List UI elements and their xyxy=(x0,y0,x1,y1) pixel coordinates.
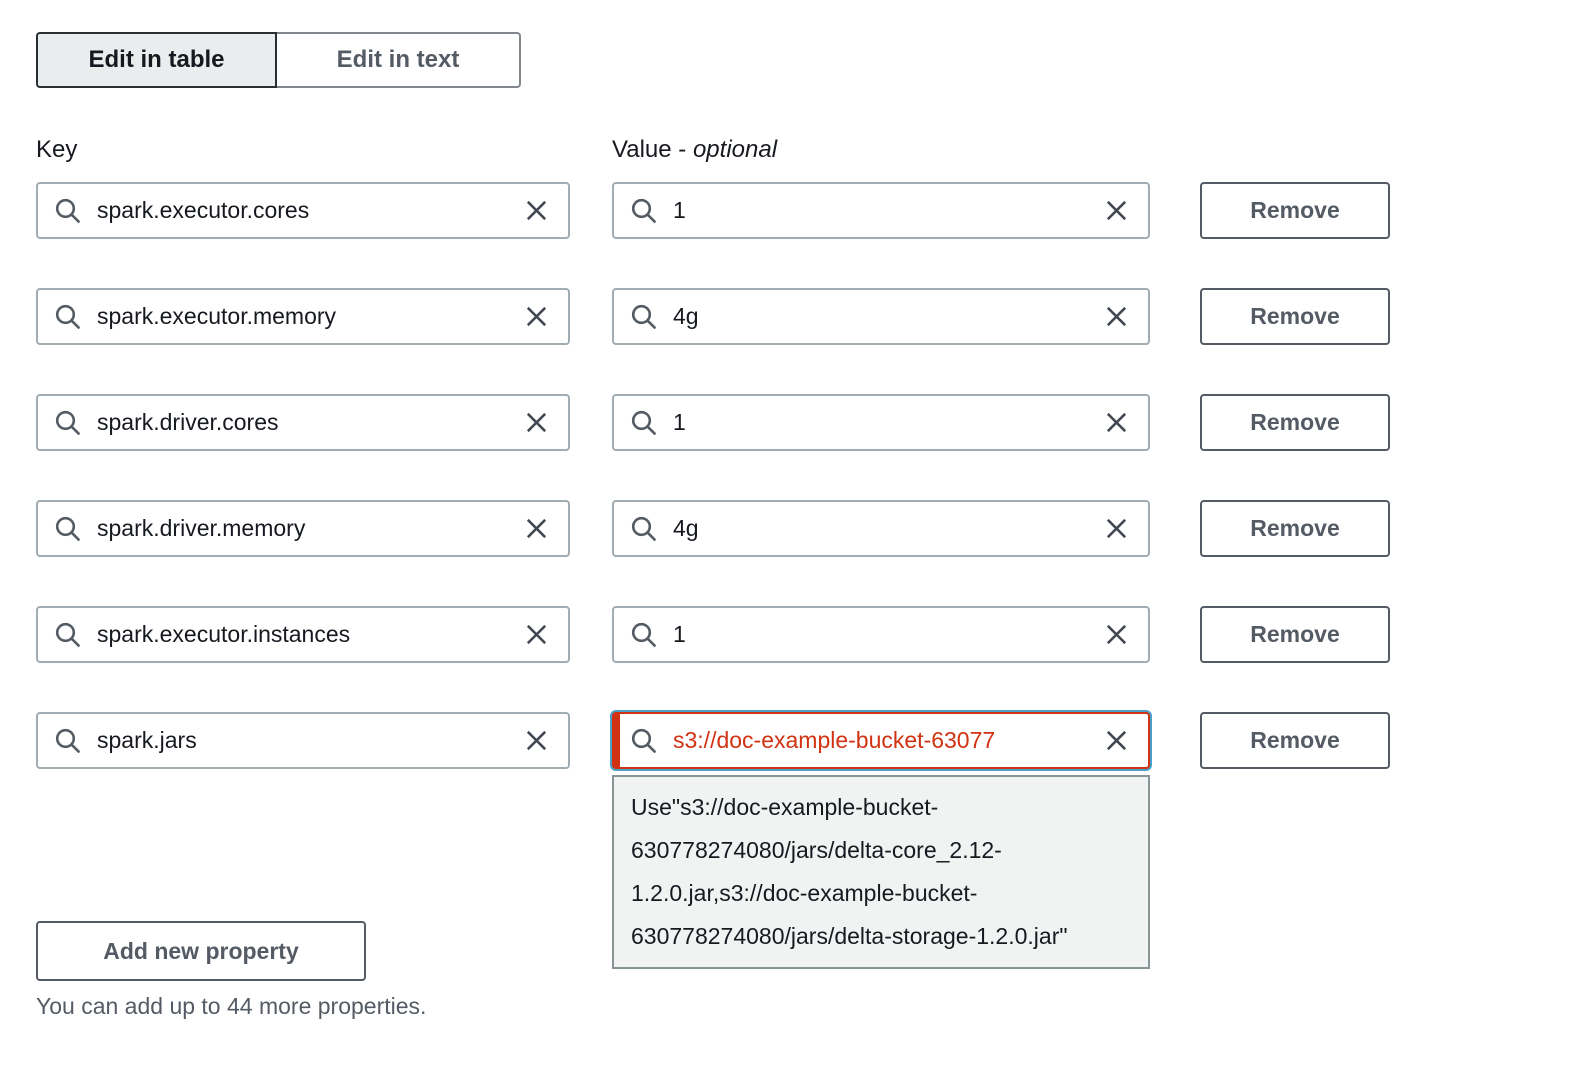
search-icon xyxy=(55,304,80,329)
x-icon xyxy=(526,306,547,327)
property-rows: Use"s3://doc-example-bucket-630778274080… xyxy=(36,182,1590,969)
remove-button[interactable]: Remove xyxy=(1200,606,1390,663)
value-input[interactable] xyxy=(612,394,1150,451)
key-cell xyxy=(36,712,570,769)
x-icon xyxy=(1106,518,1127,539)
clear-key-icon[interactable] xyxy=(523,197,550,224)
search-icon xyxy=(55,516,80,541)
search-icon xyxy=(55,728,80,753)
validation-popup: Use"s3://doc-example-bucket-630778274080… xyxy=(612,775,1150,969)
property-row: Use"s3://doc-example-bucket-630778274080… xyxy=(36,606,1590,663)
key-input[interactable] xyxy=(36,712,570,769)
x-icon xyxy=(526,624,547,645)
clear-key-icon[interactable] xyxy=(523,409,550,436)
properties-limit-note: You can add up to 44 more properties. xyxy=(36,993,427,1019)
key-cell xyxy=(36,606,570,663)
value-input-field[interactable] xyxy=(673,621,1091,648)
key-cell xyxy=(36,182,570,239)
search-icon xyxy=(631,516,656,541)
value-label-separator: - xyxy=(678,136,687,163)
search-icon xyxy=(55,410,80,435)
x-icon xyxy=(1106,624,1127,645)
value-input-field[interactable] xyxy=(673,197,1091,224)
x-icon xyxy=(1106,200,1127,221)
spark-properties-editor: Edit in table Edit in text Key Value - o… xyxy=(36,32,1590,1019)
clear-value-icon[interactable] xyxy=(1103,409,1130,436)
clear-value-icon[interactable] xyxy=(1103,727,1130,754)
key-input-field[interactable] xyxy=(97,515,511,542)
x-icon xyxy=(1106,412,1127,433)
key-input[interactable] xyxy=(36,182,570,239)
key-input[interactable] xyxy=(36,500,570,557)
property-row: Use"s3://doc-example-bucket-630778274080… xyxy=(36,500,1590,557)
value-cell: Use"s3://doc-example-bucket-630778274080… xyxy=(612,712,1150,969)
clear-value-icon[interactable] xyxy=(1103,621,1130,648)
value-cell: Use"s3://doc-example-bucket-630778274080… xyxy=(612,606,1150,663)
x-icon xyxy=(526,730,547,751)
search-icon xyxy=(631,198,656,223)
value-label-optional: optional xyxy=(692,136,778,163)
value-input-field[interactable] xyxy=(673,515,1091,542)
key-input-field[interactable] xyxy=(97,621,511,648)
value-input-field[interactable] xyxy=(673,409,1091,436)
clear-key-icon[interactable] xyxy=(523,621,550,648)
value-input[interactable] xyxy=(612,606,1150,663)
key-input-field[interactable] xyxy=(97,303,511,330)
key-input-field[interactable] xyxy=(97,727,511,754)
value-cell: Use"s3://doc-example-bucket-630778274080… xyxy=(612,288,1150,345)
property-row: Use"s3://doc-example-bucket-630778274080… xyxy=(36,712,1590,969)
clear-value-icon[interactable] xyxy=(1103,197,1130,224)
key-input[interactable] xyxy=(36,606,570,663)
value-input[interactable] xyxy=(612,500,1150,557)
search-icon xyxy=(631,622,656,647)
add-new-property-button[interactable]: Add new property xyxy=(36,921,366,981)
remove-button[interactable]: Remove xyxy=(1200,394,1390,451)
value-input[interactable] xyxy=(612,288,1150,345)
property-row: Use"s3://doc-example-bucket-630778274080… xyxy=(36,182,1590,239)
column-headers: Key Value - optional xyxy=(36,136,1590,164)
key-input[interactable] xyxy=(36,288,570,345)
clear-key-icon[interactable] xyxy=(523,515,550,542)
search-icon xyxy=(55,622,80,647)
value-input[interactable] xyxy=(612,182,1150,239)
value-input[interactable] xyxy=(612,712,1150,769)
value-cell: Use"s3://doc-example-bucket-630778274080… xyxy=(612,394,1150,451)
value-input-field[interactable] xyxy=(673,303,1091,330)
key-cell xyxy=(36,500,570,557)
edit-mode-toggle: Edit in table Edit in text xyxy=(36,32,1590,88)
remove-button[interactable]: Remove xyxy=(1200,182,1390,239)
remove-button[interactable]: Remove xyxy=(1200,712,1390,769)
value-column-label: Value - optional xyxy=(612,136,777,164)
key-cell xyxy=(36,394,570,451)
x-icon xyxy=(526,518,547,539)
remove-button[interactable]: Remove xyxy=(1200,500,1390,557)
search-icon xyxy=(631,728,656,753)
key-input-field[interactable] xyxy=(97,409,511,436)
value-label-text: Value xyxy=(612,136,672,163)
x-icon xyxy=(1106,306,1127,327)
search-icon xyxy=(55,198,80,223)
key-cell xyxy=(36,288,570,345)
tab-edit-in-text[interactable]: Edit in text xyxy=(275,32,521,88)
value-cell: Use"s3://doc-example-bucket-630778274080… xyxy=(612,182,1150,239)
search-icon xyxy=(631,304,656,329)
tab-edit-in-table[interactable]: Edit in table xyxy=(36,32,277,88)
x-icon xyxy=(1106,730,1127,751)
clear-value-icon[interactable] xyxy=(1103,515,1130,542)
key-input-field[interactable] xyxy=(97,197,511,224)
clear-key-icon[interactable] xyxy=(523,303,550,330)
clear-value-icon[interactable] xyxy=(1103,303,1130,330)
value-cell: Use"s3://doc-example-bucket-630778274080… xyxy=(612,500,1150,557)
value-input-field[interactable] xyxy=(673,727,1091,754)
property-row: Use"s3://doc-example-bucket-630778274080… xyxy=(36,394,1590,451)
search-icon xyxy=(631,410,656,435)
property-row: Use"s3://doc-example-bucket-630778274080… xyxy=(36,288,1590,345)
key-input[interactable] xyxy=(36,394,570,451)
key-column-label: Key xyxy=(36,136,78,163)
x-icon xyxy=(526,412,547,433)
clear-key-icon[interactable] xyxy=(523,727,550,754)
x-icon xyxy=(526,200,547,221)
remove-button[interactable]: Remove xyxy=(1200,288,1390,345)
